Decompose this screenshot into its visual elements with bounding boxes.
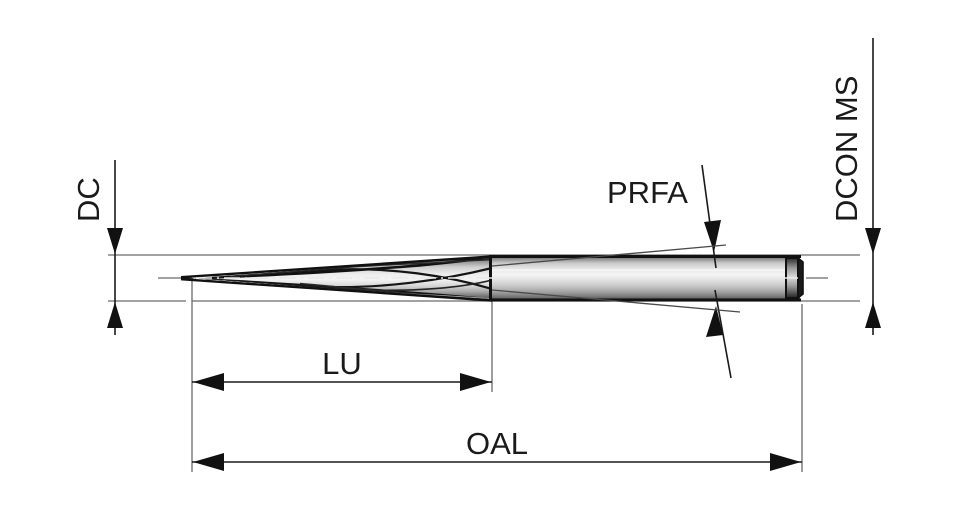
flute-bottom-edge xyxy=(180,278,493,302)
prfa-arrowhead-bottom xyxy=(706,306,723,337)
lu-label: LU xyxy=(322,346,362,381)
dcon-ms-arrowhead-top xyxy=(865,228,881,254)
dc-arrowhead-top xyxy=(107,228,123,254)
dcon-ms-arrowhead-bottom xyxy=(865,302,881,328)
oal-label: OAL xyxy=(466,426,528,461)
oal-arrowhead-left xyxy=(193,453,224,471)
dimension-oal: OAL xyxy=(192,426,802,471)
flute-top-edge xyxy=(180,255,493,279)
prfa-label: PRFA xyxy=(607,175,688,210)
lu-arrowhead-left xyxy=(193,373,224,391)
prfa-taper-ref-bottom xyxy=(491,289,741,313)
dimension-lu: LU xyxy=(192,346,492,391)
dimension-dcon-ms: DCON MS xyxy=(829,38,881,335)
flute-helix-6 xyxy=(229,258,492,278)
dcon-ms-label: DCON MS xyxy=(829,76,864,222)
prfa-arrowhead-top xyxy=(704,220,721,252)
prfa-taper-ref-top xyxy=(491,244,727,267)
prfa-angle-leader-top xyxy=(701,164,717,269)
shank-end-cap xyxy=(797,256,804,300)
dimension-dc: DC xyxy=(71,160,123,335)
dc-arrowhead-bottom xyxy=(107,302,123,328)
lu-arrowhead-right xyxy=(460,373,491,391)
dc-label: DC xyxy=(71,177,106,222)
reamer-flute-section xyxy=(180,255,493,302)
prfa-angle-leader-bottom xyxy=(714,289,732,379)
dimension-prfa: PRFA xyxy=(491,164,741,379)
oal-arrowhead-right xyxy=(770,453,801,471)
